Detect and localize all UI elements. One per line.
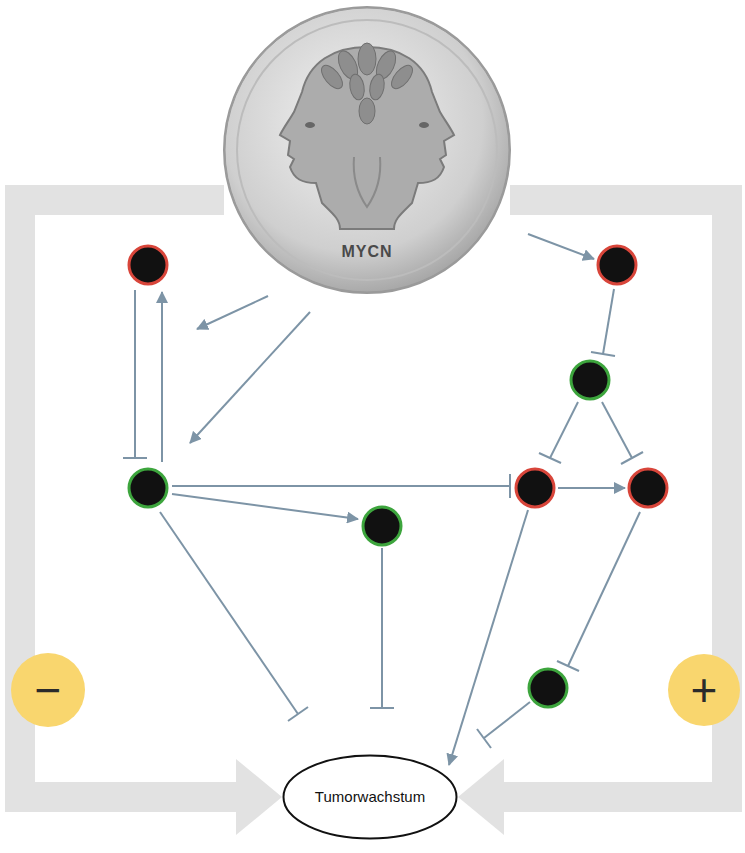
- circle-outline: [225, 8, 509, 292]
- janus-coin: [224, 7, 510, 293]
- factor-dot: [516, 469, 554, 507]
- laurel-leaf: [388, 62, 417, 92]
- inhibition-bar: [621, 452, 643, 464]
- laurel-leaf: [348, 73, 366, 101]
- hair-detail: [354, 157, 381, 207]
- activation-arrow: [161, 292, 163, 462]
- laurel-leaf: [318, 62, 347, 92]
- inhibition-bar: [557, 661, 579, 671]
- laurel-leaf: [368, 73, 386, 101]
- laurel-leaf: [359, 98, 375, 124]
- inhibition-bar: [123, 457, 147, 459]
- activation-arrow: [558, 487, 625, 489]
- inhibition-bar: [509, 474, 511, 498]
- eye: [305, 122, 315, 128]
- activation-arrow: [172, 494, 358, 519]
- inhibition-line: [381, 548, 383, 708]
- laurel-wreath: [318, 43, 417, 124]
- inhibition-line: [550, 402, 578, 458]
- factor-dot: [629, 469, 667, 507]
- coin-disk: [224, 7, 510, 293]
- circle-outline: [11, 653, 85, 727]
- inhibition-line: [134, 290, 136, 458]
- factor-dot: [529, 669, 567, 707]
- inhibition-bar: [591, 352, 615, 356]
- sign-circle: −: [10, 652, 86, 728]
- sign-symbol: −: [35, 664, 62, 717]
- factor-dot: [571, 361, 609, 399]
- factor-dot: [129, 469, 167, 507]
- inhibition-line: [172, 485, 510, 487]
- factor-dots: [129, 246, 667, 707]
- sign-circle: +: [667, 653, 741, 727]
- eye: [419, 122, 429, 128]
- coin-rim: [237, 20, 497, 280]
- outcome-label: Tumorwachstum: [315, 788, 425, 805]
- factor-dot: [129, 246, 167, 284]
- inhibition-line: [484, 702, 530, 738]
- activation-arrow: [197, 296, 268, 329]
- inhibition-bar: [539, 453, 561, 463]
- inhibition-line: [568, 512, 640, 666]
- inhibition-bar: [477, 729, 491, 748]
- interaction-lines: [123, 234, 643, 765]
- inhibition-line: [602, 402, 632, 458]
- inhibition-line: [603, 289, 614, 354]
- activation-arrow: [190, 312, 310, 443]
- inhibition-bar: [288, 707, 308, 721]
- laurel-leaf: [358, 43, 376, 75]
- coin-node: MYCN: [224, 7, 510, 293]
- coin-inscription: MYCN: [341, 243, 392, 261]
- factor-dot: [363, 507, 401, 545]
- activation-arrow: [449, 510, 528, 765]
- inhibition-line: [160, 512, 298, 714]
- ellipse-outline: [284, 756, 457, 839]
- outcome-ellipse: Tumorwachstum: [282, 754, 458, 840]
- circle-outline: [668, 654, 740, 726]
- sign-symbol: +: [691, 664, 718, 717]
- feedback-band: [20, 200, 252, 797]
- factor-dot: [598, 246, 636, 284]
- inhibition-bar: [370, 707, 394, 709]
- activation-arrow: [528, 234, 594, 259]
